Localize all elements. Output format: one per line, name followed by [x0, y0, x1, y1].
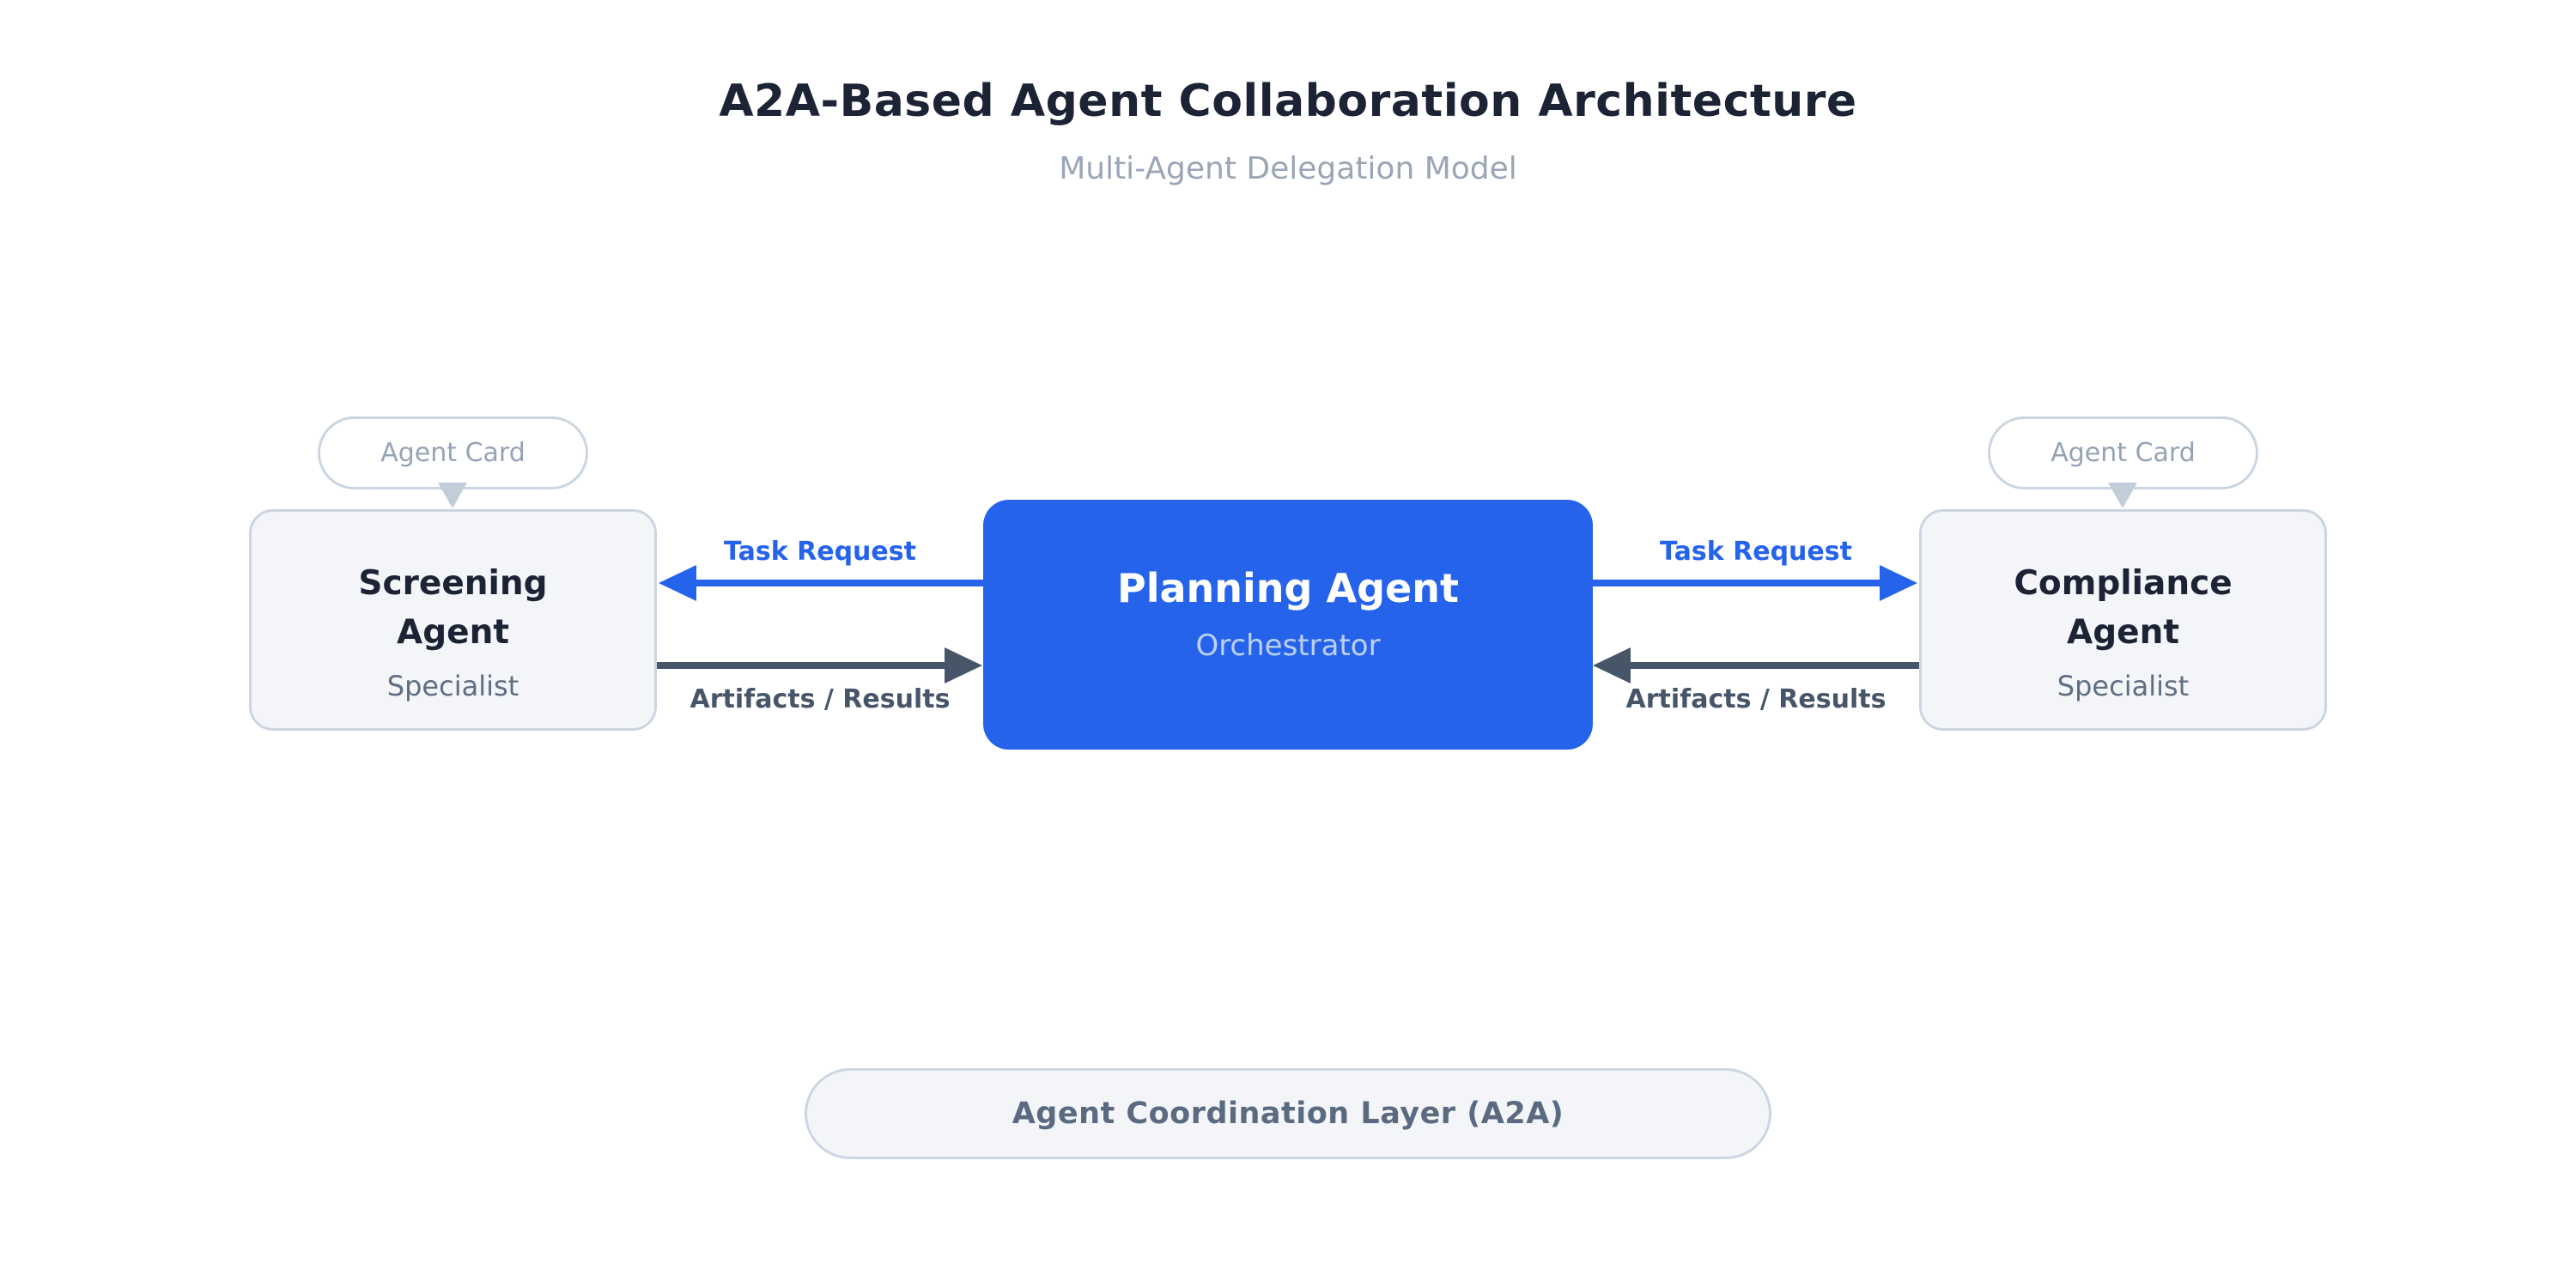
- edge-label-task-request-right: Task Request: [1660, 537, 1852, 567]
- coordination-layer-pill: Agent Coordination Layer (A2A): [805, 1068, 1771, 1159]
- agent-node-planning: Planning Agent Orchestrator: [983, 500, 1593, 750]
- task-request-arrow-right: [1593, 580, 1882, 586]
- orchestrator-role: Orchestrator: [1195, 628, 1381, 663]
- artifacts-arrowhead-left-icon: [945, 647, 982, 683]
- agent-card-badge-label: Agent Card: [2050, 438, 2196, 468]
- agent-card-badge-screening: Agent Card: [318, 416, 588, 489]
- task-request-arrow-left: [687, 580, 985, 586]
- artifacts-arrowhead-right-icon: [1593, 647, 1631, 683]
- artifacts-arrow-right: [1629, 662, 1919, 669]
- task-request-arrowhead-left-icon: [659, 565, 696, 601]
- agent-node-title: Compliance Agent: [2014, 564, 2233, 652]
- agent-card-pointer-icon: [438, 483, 467, 508]
- agent-node-compliance: Compliance Agent Specialist: [1919, 509, 2327, 731]
- page-subtitle: Multi-Agent Delegation Model: [1059, 151, 1517, 186]
- page-title: A2A-Based Agent Collaboration Architectu…: [719, 76, 1857, 127]
- agent-card-badge-label: Agent Card: [380, 438, 526, 468]
- task-request-arrowhead-right-icon: [1880, 565, 1917, 601]
- edge-label-artifacts-left: Artifacts / Results: [690, 684, 951, 714]
- agent-card-pointer-icon: [2108, 483, 2137, 508]
- edge-label-artifacts-right: Artifacts / Results: [1625, 684, 1886, 714]
- agent-node-role: Specialist: [386, 669, 519, 702]
- agent-node-role: Specialist: [2057, 669, 2190, 702]
- coordination-layer-label: Agent Coordination Layer (A2A): [1012, 1097, 1564, 1131]
- agent-node-screening: Screening Agent Specialist: [249, 509, 657, 731]
- edge-label-task-request-left: Task Request: [724, 537, 916, 567]
- orchestrator-title: Planning Agent: [1117, 564, 1459, 611]
- artifacts-arrow-left: [657, 662, 949, 669]
- agent-node-title: Screening Agent: [358, 564, 548, 652]
- agent-card-badge-compliance: Agent Card: [1988, 416, 2258, 489]
